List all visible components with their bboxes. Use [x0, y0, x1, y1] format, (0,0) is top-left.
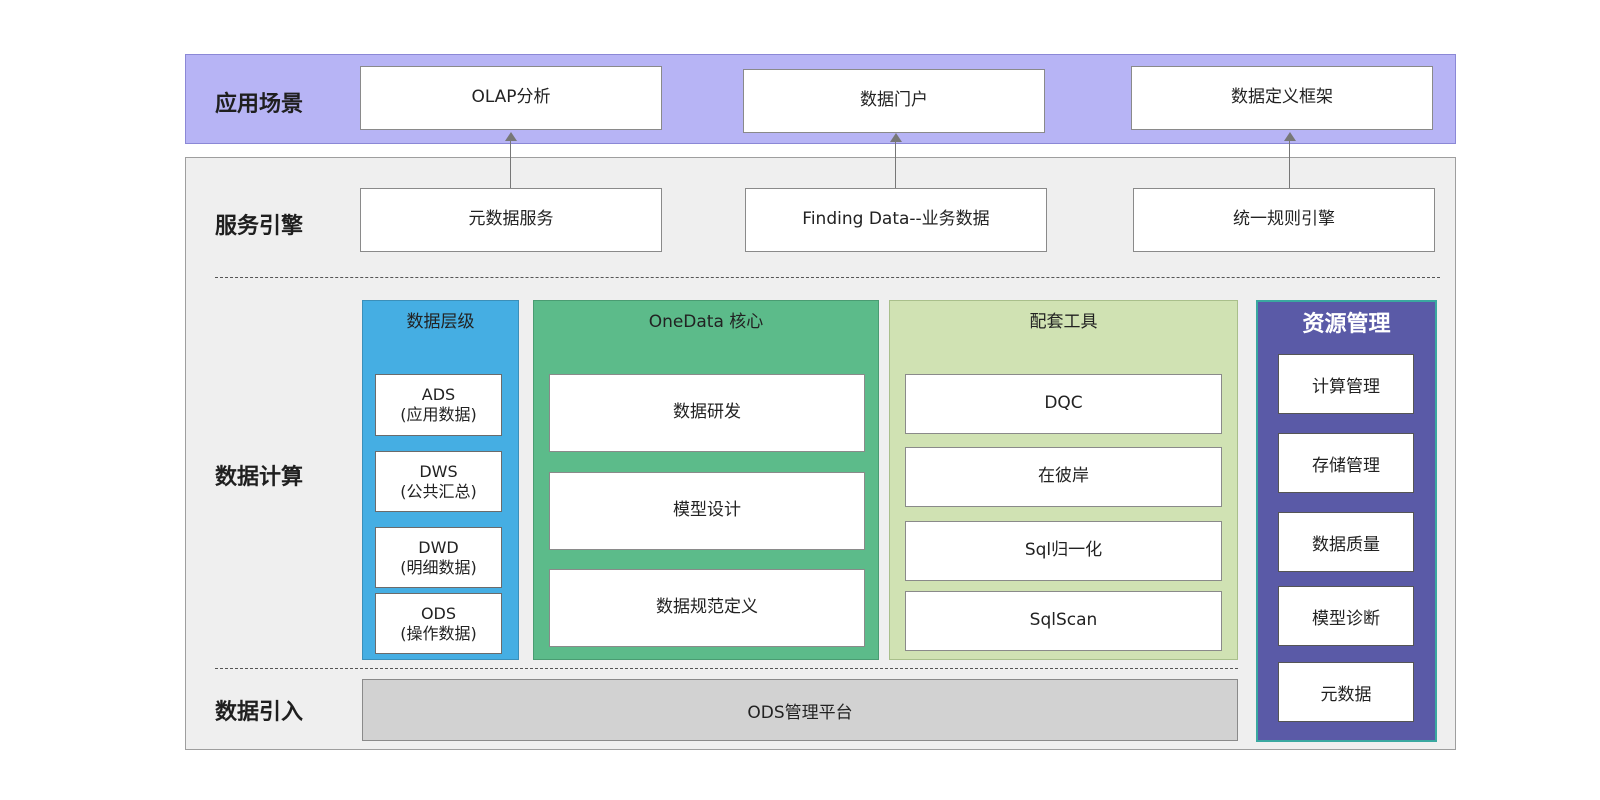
tools-item-sql-normalize[interactable]: Sql归一化 [905, 521, 1222, 581]
tools-item-dqc[interactable]: DQC [905, 374, 1222, 434]
tools-item-sqlscan[interactable]: SqlScan [905, 591, 1222, 651]
service-box-rule-engine[interactable]: 统一规则引擎 [1133, 188, 1435, 252]
layer-code: DWD [418, 537, 459, 557]
data-layers-title: 数据层级 [406, 312, 475, 332]
layer-ads[interactable]: ADS (应用数据) [375, 374, 502, 436]
tools-item-zaibian[interactable]: 在彼岸 [905, 447, 1222, 507]
arrow-up-icon [890, 133, 902, 142]
separator-bottom [215, 668, 1238, 669]
ods-platform-box[interactable]: ODS管理平台 [362, 679, 1238, 741]
layer-desc: (操作数据) [400, 623, 477, 643]
row-label-ingest: 数据引入 [215, 700, 304, 725]
app-box-framework[interactable]: 数据定义框架 [1131, 66, 1433, 130]
resources-title: 资源管理 [1302, 312, 1391, 337]
arrow-up-icon [1284, 132, 1296, 141]
arrow-line-3 [1289, 140, 1290, 188]
layer-desc: (明细数据) [400, 557, 477, 577]
arrow-up-icon [505, 132, 517, 141]
layer-ods[interactable]: ODS (操作数据) [375, 593, 502, 654]
layer-desc: (应用数据) [400, 405, 477, 424]
arrow-line-2 [895, 141, 896, 188]
layer-code: ODS [420, 603, 457, 623]
service-box-finding-data[interactable]: Finding Data--业务数据 [745, 188, 1047, 252]
row-label-compute: 数据计算 [215, 465, 304, 490]
res-item-quality[interactable]: 数据质量 [1278, 512, 1414, 572]
app-box-olap[interactable]: OLAP分析 [360, 66, 662, 130]
onedata-item-model[interactable]: 模型设计 [549, 472, 865, 550]
arrow-line-1 [510, 140, 511, 188]
row-label-service: 服务引擎 [215, 214, 304, 239]
layer-dws[interactable]: DWS (公共汇总) [375, 451, 502, 512]
app-box-portal[interactable]: 数据门户 [743, 69, 1045, 133]
res-item-compute[interactable]: 计算管理 [1278, 354, 1414, 414]
separator-top [215, 277, 1440, 278]
tools-title: 配套工具 [1029, 312, 1098, 332]
layer-desc: (公共汇总) [400, 481, 477, 501]
row-label-app: 应用场景 [215, 92, 304, 117]
layer-dwd[interactable]: DWD (明细数据) [375, 527, 502, 588]
service-box-metadata[interactable]: 元数据服务 [360, 188, 662, 252]
onedata-title: OneData 核心 [648, 312, 764, 332]
onedata-item-spec[interactable]: 数据规范定义 [549, 569, 865, 647]
onedata-item-dev[interactable]: 数据研发 [549, 374, 865, 452]
layer-code: ADS [421, 385, 456, 404]
res-item-metadata[interactable]: 元数据 [1278, 662, 1414, 722]
res-item-storage[interactable]: 存储管理 [1278, 433, 1414, 493]
layer-code: DWS [419, 461, 458, 481]
res-item-diagnosis[interactable]: 模型诊断 [1278, 586, 1414, 646]
